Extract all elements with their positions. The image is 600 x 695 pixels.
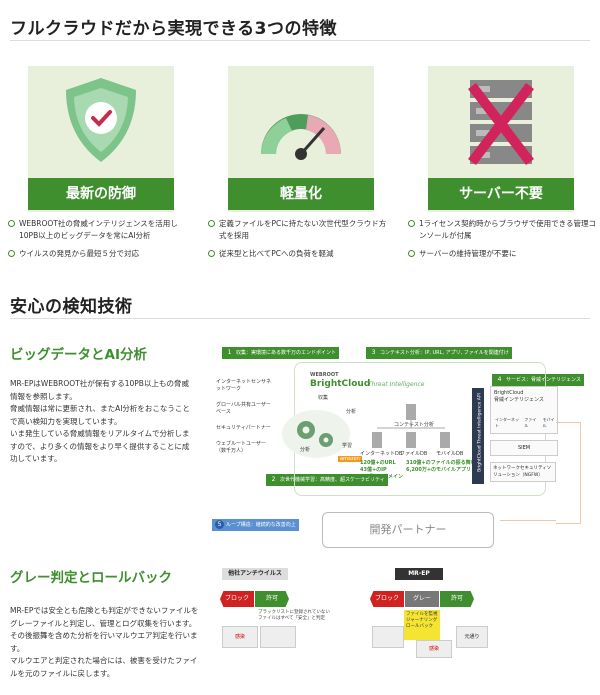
collect-label: 収集 [318,395,329,401]
brightcloud-logo: BrightCloud [310,379,371,389]
amazon-logo: amazon [338,456,362,462]
gray-zone: グレー [405,591,439,607]
section-title-detection: 安心の検知技術 [10,297,133,317]
paragraph: その後振舞を含めた分析を行いマルウエア判定を行います。 [10,631,198,653]
loop-arrow [500,520,556,521]
feature-label: 軽量化 [228,178,374,210]
server-crossed-icon [468,80,534,166]
source-item: ウェブルートユーザー（数千万人） [216,441,266,454]
paragraph: MR-EPでは安全とも危険とも判定ができないファイルをグレーファイルと判定し、管… [10,606,199,628]
restored-file: 元通り [456,626,488,648]
partner-box: 開発パートナー [322,512,494,548]
other-av-label: 他社アンチウイルス [222,568,288,580]
speedometer-icon [261,114,341,160]
analyze-label: 分析 [346,409,357,415]
allow-arrow: 許可 [255,591,289,607]
feature-label: 最新の防御 [28,178,174,210]
infected-file: 感染 [416,640,452,658]
feature-list-serverless: 1ライセンス契約時からブラウザで使用できる管理コンソールが付属 サーバーの維持管… [400,218,600,266]
db-label: ファイルDB [400,451,428,457]
shield-icon [66,78,136,162]
bigdata-title: ビッグデータとAI分析 [10,347,147,363]
feature-list-lightweight: 定義ファイルをPCに持たない次世代型クラウド方式を採用 従来型と比べてPCへの負… [200,218,388,266]
divider [10,40,590,41]
cloud-gears-icon [282,410,350,458]
feature-card-serverless: サーバー不要 [428,66,574,212]
db-label: モバイルDB [436,451,464,457]
context-label: コンテキスト分析 [394,422,434,428]
feature-bullet: 1ライセンス契約時からブラウザで使用できる管理コンソールが付属 [408,218,600,242]
learn-label: 学習 [342,443,353,449]
feature-label: サーバー不要 [428,178,574,210]
source-list: インターネットセンサネットワーク グローバル共有ユーザーベース セキュリティパー… [216,378,274,454]
db-stats-internet: 120億+のURL 43億+のIP 7.5億+のドメイン [360,460,404,480]
allow-arrow: 許可 [440,591,474,607]
loop-arrow [556,422,581,524]
brand-subtitle: Threat Intelligence [368,381,425,388]
intel-box: BrightCloud 脅威インテリジェンス インターネット ファイル モバイル [490,386,558,434]
feature-bullet: WEBROOT社の脅威インテリジェンスを活用し10PB以上のビッグデータを常にA… [8,218,188,242]
siem-box: SIEM [490,440,558,456]
feature-card-defense: 最新の防御 [28,66,174,212]
paragraph: 脅威情報は常に更新され、またAI分析をおこなうことで高い検知力を実現しています。 [10,404,190,426]
block-arrow: ブロック [220,591,254,607]
db-stats-file-mobile: 310億+のファイルの振る舞い 6,200万+のモバイルアプリ [406,460,476,473]
block-arrow: ブロック [370,591,404,607]
feature-bullet: サーバーの維持管理が不要に [408,248,600,260]
gray-description: MR-EPでは安全とも危険とも判定ができないファイルをグレーファイルと判定し、管… [10,605,202,680]
api-bar: BrightCloud Threat Intelligence API [472,388,484,484]
other-av-note: ブラックリストに登録されていないファイルはすべて「安全」と判定 [258,610,330,621]
paragraph: いま発生している脅威情報をリアルタイムで分析しますので、より多くの情報をより早く… [10,429,190,463]
gray-title: グレー判定とロールバック [10,570,172,586]
db-label: インターネットDB [360,451,403,457]
feature-bullet: ウイルスの発見から最短５分で対応 [8,248,188,260]
ngfw-box: ネットワークセキュリティソリューション（NGFW） [490,462,556,482]
analyze-label: 分析 [300,447,311,453]
feature-list-defense: WEBROOT社の脅威インテリジェンスを活用し10PB以上のビッグデータを常にA… [0,218,188,266]
paragraph: マルウエアと判定された場合には、被害を受けたファイルを元のファイルに戻します。 [10,656,198,678]
infected-file: 感染 [222,626,258,648]
monitor-note: ファイルを監視 ジャーナリング ロールバック [404,610,440,640]
feature-bullet: 定義ファイルをPCに持たない次世代型クラウド方式を採用 [208,218,388,242]
paragraph: MR-EPはWEBROOT社が保有する10PB以上もの脅威情報を参照します。 [10,379,189,401]
file-icon [260,626,296,648]
divider [10,318,590,319]
database-servers-icon [372,404,450,448]
source-item: グローバル共有ユーザーベース [216,402,271,415]
section-title-features: フルクラウドだから実現できる3つの特徴 [10,19,337,39]
bigdata-description: MR-EPはWEBROOT社が保有する10PB以上もの脅威情報を参照します。 脅… [10,378,195,466]
feature-card-lightweight: 軽量化 [228,66,374,212]
source-item: インターネットセンサネットワーク [216,379,272,392]
source-item: セキュリティパートナー [216,425,271,431]
feature-bullet: 従来型と比べてPCへの負荷を軽減 [208,248,388,260]
webroot-logo: WEBROOT [310,372,339,378]
file-icon [372,626,404,648]
mrep-label: MR-EP [395,568,443,580]
